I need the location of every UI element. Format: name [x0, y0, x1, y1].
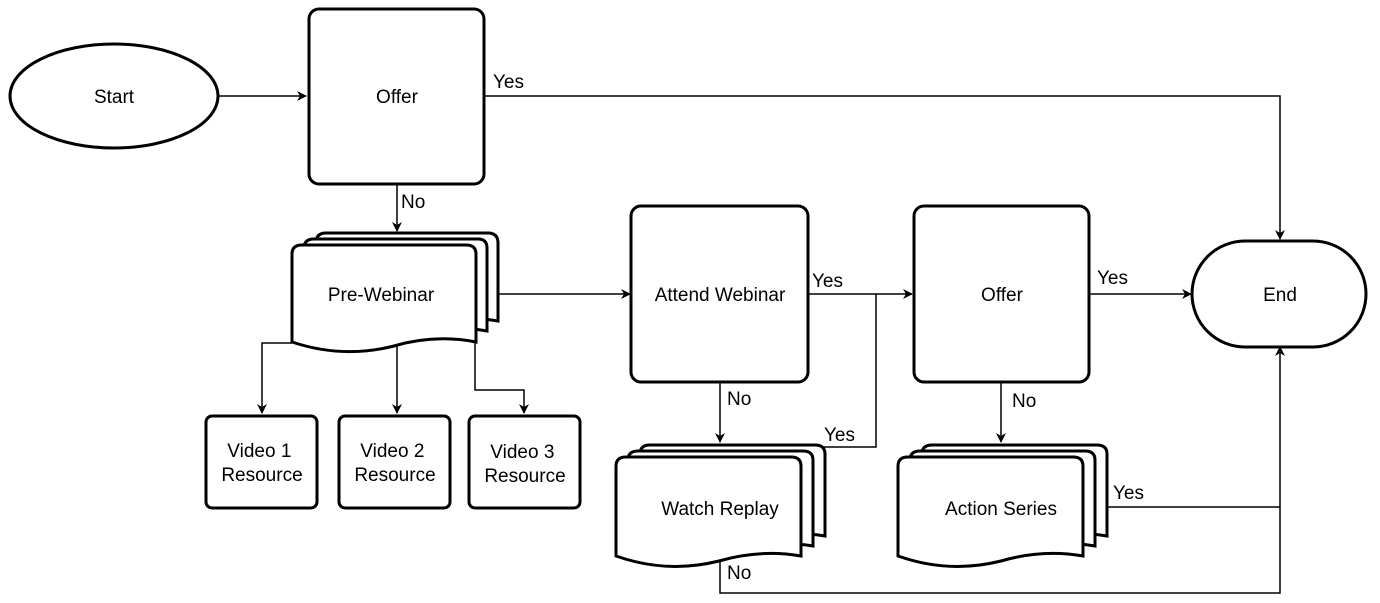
offer2-label: Offer — [981, 285, 1024, 306]
edge-prewebinar-video1 — [257, 342, 292, 414]
video1-box — [204, 414, 319, 510]
offer2-node[interactable]: Offer — [912, 204, 1091, 384]
video2-label: Video 2 Resource — [354, 441, 435, 486]
video1-label: Video 1 Resource — [221, 441, 302, 486]
edge-labels: Yes No Yes No Yes No Yes No Yes — [401, 72, 1144, 584]
offer2-yes-label: Yes — [1097, 268, 1128, 289]
offer2-no-label: No — [1012, 391, 1036, 412]
video2-node[interactable]: Video 2 Resource — [337, 414, 452, 510]
video2-line1: Video 2 — [360, 441, 424, 462]
attend-webinar-label: Attend Webinar — [655, 285, 786, 306]
video3-label: Video 3 Resource — [484, 442, 565, 487]
end-label: End — [1263, 285, 1297, 306]
attend-webinar-node[interactable]: Attend Webinar — [629, 204, 810, 384]
video1-line2: Resource — [221, 465, 302, 486]
offer-label: Offer — [376, 87, 419, 108]
video1-line1: Video 1 — [227, 441, 291, 462]
action-series-node[interactable]: Action Series — [896, 443, 1109, 568]
offer-node[interactable]: Offer — [307, 7, 486, 186]
end-terminator — [1190, 239, 1368, 349]
offer-yes-label: Yes — [493, 72, 524, 93]
video2-line2: Resource — [354, 465, 435, 486]
attend-no-label: No — [727, 389, 751, 410]
start-node[interactable]: Start — [8, 42, 220, 150]
replay-yes-label: Yes — [824, 425, 855, 446]
end-node[interactable]: End — [1190, 239, 1368, 349]
edge-replay-end-no — [719, 346, 1285, 594]
pre-webinar-label: Pre-Webinar — [328, 285, 435, 306]
video3-line1: Video 3 — [490, 442, 554, 463]
watch-replay-label: Watch Replay — [661, 499, 779, 520]
watch-replay-node[interactable]: Watch Replay — [614, 443, 827, 568]
action-yes-label: Yes — [1113, 483, 1144, 504]
video3-line2: Resource — [484, 466, 565, 487]
edge-prewebinar-video3 — [474, 343, 529, 414]
edge-replay-offer2-yes — [820, 294, 877, 448]
offer-no-label: No — [401, 192, 425, 213]
action-series-document — [896, 455, 1085, 568]
video3-box — [467, 414, 582, 510]
attend-webinar-box — [629, 204, 810, 384]
start-ellipse — [8, 42, 220, 150]
pre-webinar-document — [290, 243, 478, 354]
start-label: Start — [94, 87, 135, 108]
video3-node[interactable]: Video 3 Resource — [467, 414, 582, 510]
replay-no-label: No — [727, 563, 751, 584]
connectors — [218, 91, 1285, 594]
offer2-box — [912, 204, 1091, 384]
action-series-label: Action Series — [945, 499, 1057, 520]
pre-webinar-node[interactable]: Pre-Webinar — [290, 231, 500, 354]
offer-box — [307, 7, 486, 186]
edge-offer-end-yes — [484, 95, 1285, 240]
video2-box — [337, 414, 452, 510]
video1-node[interactable]: Video 1 Resource — [204, 414, 319, 510]
attend-yes-label: Yes — [812, 271, 843, 292]
watch-replay-document — [614, 455, 803, 568]
